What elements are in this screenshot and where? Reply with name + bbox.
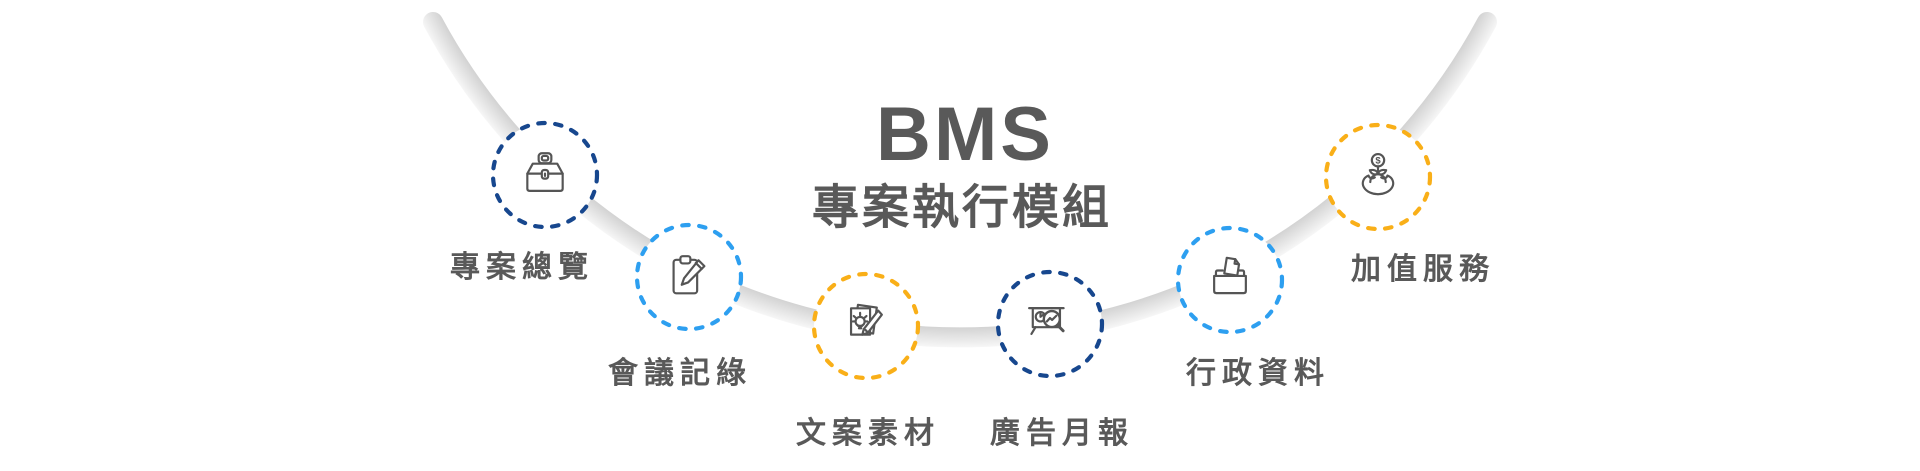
module-node-value-added-services[interactable]: $ [1322, 121, 1434, 233]
module-label-value-added-services: 加值服務 [1351, 253, 1495, 286]
briefcase-icon [526, 152, 564, 192]
svg-text:$: $ [1375, 156, 1381, 167]
module-label-meeting-minutes: 會議記綠 [608, 357, 752, 390]
report-magnifier-icon [1028, 307, 1065, 336]
module-node-project-overview[interactable] [489, 119, 601, 231]
clipboard-pen-icon [672, 255, 706, 295]
module-node-ad-monthly-report[interactable] [994, 268, 1106, 380]
module-node-copywriting-assets[interactable] [810, 270, 922, 382]
document-idea-icon [849, 303, 883, 336]
module-label-ad-monthly-report: 廣告月報 [990, 417, 1134, 450]
module-label-copywriting-assets: 文案素材 [796, 417, 940, 450]
money-growth-icon: $ [1361, 152, 1395, 196]
file-box-icon [1213, 256, 1247, 295]
module-node-admin-documents[interactable] [1174, 224, 1286, 336]
module-label-project-overview: 專案總覽 [450, 251, 594, 284]
page-title: BMS [876, 97, 1054, 173]
title-bms: BMS [876, 92, 1054, 177]
module-node-meeting-minutes[interactable] [633, 221, 745, 333]
page-subtitle: 專案執行模組 [812, 180, 1112, 234]
module-label-admin-documents: 行政資料 [1186, 357, 1330, 390]
